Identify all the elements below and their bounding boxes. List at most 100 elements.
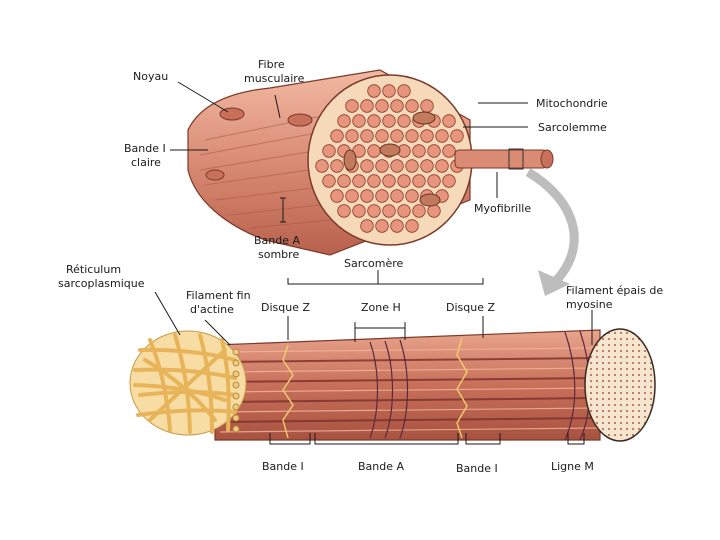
myofibril-dot	[405, 219, 419, 233]
zoom-box	[508, 148, 524, 170]
myofibril-dot	[367, 174, 381, 188]
myofibril-dot	[352, 114, 366, 128]
myofibril-dot	[330, 189, 344, 203]
myofibril-cross-sections	[315, 84, 464, 233]
myofibril-dot	[390, 219, 404, 233]
myofibril-dot	[375, 129, 389, 143]
mitochondrion	[412, 111, 436, 125]
mitochondrion	[379, 143, 401, 157]
label-mitochondrie: Mitochondrie	[536, 97, 608, 110]
myofibril-dot	[337, 114, 351, 128]
myofibril-dot	[367, 144, 381, 158]
myofibril-dot	[442, 144, 456, 158]
myofibril-dot	[360, 159, 374, 173]
myofibril-dot	[405, 99, 419, 113]
label-filament-fin-line1: Filament fin	[186, 289, 251, 302]
myofibril-dot	[367, 114, 381, 128]
reticulum-tubule	[133, 383, 227, 402]
myofibril-dot	[315, 159, 329, 173]
label-bande-a-sombre-line2: sombre	[258, 248, 299, 261]
label-sarcolemme: Sarcolemme	[538, 121, 607, 134]
myofibril-dot	[382, 84, 396, 98]
protruding-myofibril	[454, 149, 548, 169]
myofibril-dot	[435, 159, 449, 173]
label-ligne-m: Ligne M	[551, 460, 594, 473]
myofibril-dot	[420, 99, 434, 113]
myofibril-dot	[337, 174, 351, 188]
reticulum-tip	[232, 370, 240, 378]
mitochondrion	[343, 149, 357, 171]
myofibril-dot	[420, 129, 434, 143]
myofibril-dot	[322, 174, 336, 188]
label-bande-i-left: Bande I	[262, 460, 304, 473]
label-disque-z-right: Disque Z	[446, 301, 495, 314]
myofibril-dot	[360, 189, 374, 203]
h-zone-arc	[384, 340, 394, 439]
reticulum-tubule	[198, 333, 214, 434]
myofibril-dot	[390, 99, 404, 113]
label-filament-fin-line2: d'actine	[190, 303, 234, 316]
reticulum-tip	[232, 425, 240, 433]
nucleus	[287, 113, 313, 127]
nucleus	[205, 169, 225, 181]
h-zone-arc	[369, 341, 379, 439]
label-bande-a-sombre-line1: Bande A	[254, 234, 301, 247]
thick-filament	[219, 357, 599, 363]
myofibril-end	[540, 149, 554, 169]
z-disc-right	[456, 337, 468, 439]
myofibril-dot	[412, 144, 426, 158]
myofibril-dot	[420, 159, 434, 173]
thin-filament	[219, 367, 599, 373]
h-zone-arc	[399, 339, 409, 439]
muscle-fiber	[187, 69, 554, 256]
label-reticulum-line1: Réticulum	[66, 263, 121, 276]
reticulum-tubule	[133, 367, 237, 380]
label-disque-z-left: Disque Z	[261, 301, 310, 314]
label-myofibrille: Myofibrille	[474, 202, 531, 215]
myofibril-dot	[345, 129, 359, 143]
reticulum-tip	[232, 381, 240, 389]
reticulum-tip	[232, 348, 240, 356]
myofibril-dot	[345, 99, 359, 113]
myofibril-dot	[330, 159, 344, 173]
label-filament-epais-line2: myosine	[566, 298, 613, 311]
myofibril-dot	[405, 189, 419, 203]
myofibril-dot	[360, 219, 374, 233]
myofibril-dot	[345, 189, 359, 203]
filament-lines	[219, 347, 599, 433]
reticulum-tubule	[148, 348, 227, 422]
labels: Noyau Fibre musculaire Bande I claire Mi…	[58, 58, 663, 475]
myofibril-dot	[352, 204, 366, 218]
myofibril-dot	[427, 204, 441, 218]
myofibril-dot	[382, 174, 396, 188]
reticulum-tip	[232, 403, 240, 411]
myofibril-dot	[390, 159, 404, 173]
myofibril-dot	[435, 129, 449, 143]
myofibril-dot	[442, 114, 456, 128]
label-zone-h: Zone H	[361, 301, 401, 314]
myofibril-dot	[397, 84, 411, 98]
fiber-striations	[199, 99, 411, 229]
myofibril-dot	[352, 174, 366, 188]
reticulum-tubule	[220, 338, 231, 432]
fiber-cross-section	[307, 74, 473, 246]
myofibril-dot	[375, 219, 389, 233]
myofibril-dot	[375, 99, 389, 113]
sarcoplasmic-reticulum	[129, 330, 247, 436]
z-disc-left	[282, 344, 294, 439]
myofibril-dot	[397, 174, 411, 188]
myofibril-dot	[360, 129, 374, 143]
myofibril-cross-section	[584, 328, 656, 442]
zoom-arrow	[525, 168, 579, 286]
thin-filament	[219, 427, 599, 433]
reticulum-tip	[232, 359, 240, 367]
myofibril-dot	[412, 174, 426, 188]
myofibril-dot	[367, 204, 381, 218]
myofibril-dot	[390, 129, 404, 143]
myofibril-dot	[375, 189, 389, 203]
thin-filament	[219, 407, 599, 413]
reticulum-tubule	[148, 338, 172, 432]
myofibril-dot	[367, 84, 381, 98]
